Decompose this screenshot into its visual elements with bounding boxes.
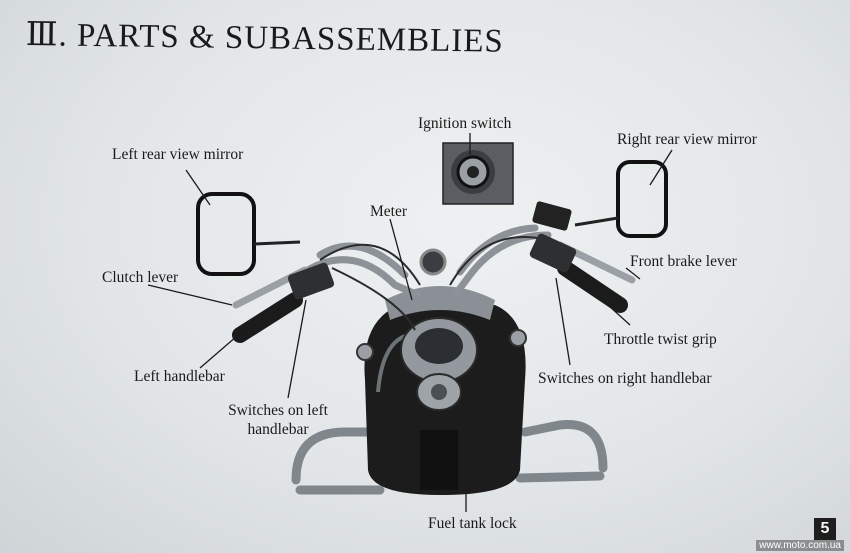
left-mirror <box>198 194 300 274</box>
watermark: www.moto.com.ua <box>756 540 844 551</box>
label-left-mirror: Left rear view mirror <box>112 145 243 164</box>
label-throttle-twist-grip: Throttle twist grip <box>604 330 717 349</box>
label-fuel-tank-lock: Fuel tank lock <box>428 514 517 533</box>
label-left-handlebar: Left handlebar <box>134 367 225 386</box>
ignition-switch-photo <box>443 143 513 204</box>
label-right-mirror: Right rear view mirror <box>617 130 757 149</box>
label-clutch-lever: Clutch lever <box>102 268 178 287</box>
label-ignition-switch: Ignition switch <box>418 114 511 133</box>
label-switches-right-handlebar: Switches on right handlebar <box>538 369 711 388</box>
label-meter: Meter <box>370 202 407 221</box>
fuel-tank <box>364 305 525 495</box>
page-number: 5 <box>814 518 836 540</box>
label-switches-left-handlebar: Switches on left handlebar <box>222 401 334 439</box>
label-front-brake-lever: Front brake lever <box>630 252 737 271</box>
left-grip <box>236 262 335 335</box>
right-mirror <box>575 162 666 236</box>
